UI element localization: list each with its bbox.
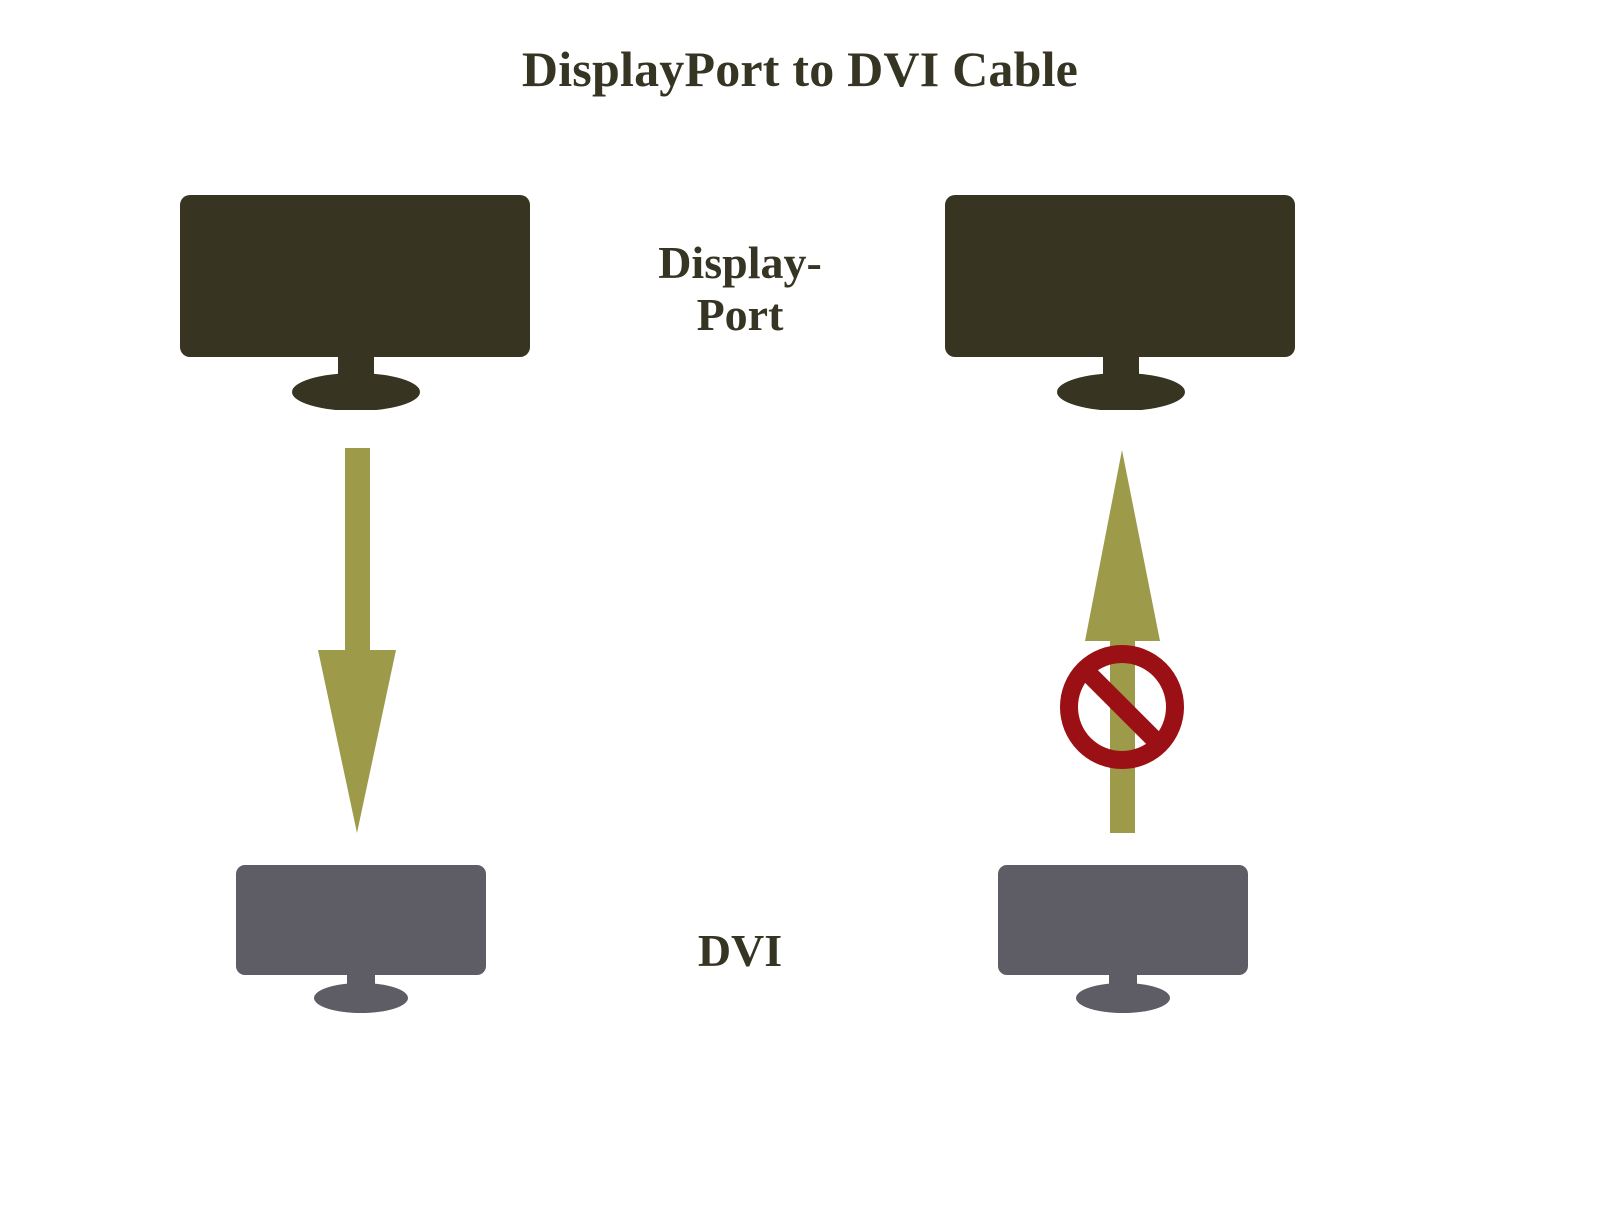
monitor-glyph (945, 195, 1295, 410)
dvi-monitor-right (998, 865, 1248, 1020)
arrow-up-disallowed (1085, 450, 1160, 833)
page-title: DisplayPort to DVI Cable (521, 41, 1079, 97)
dvi-monitor-left (236, 865, 486, 1020)
prohibition-icon (1060, 645, 1184, 769)
label-displayport: Display- Port (560, 237, 920, 340)
monitor-glyph (180, 195, 530, 410)
monitor-glyph (998, 865, 1248, 1013)
label-dvi: DVI (697, 925, 783, 976)
label-displayport-line1: Display- (658, 237, 822, 288)
monitor-glyph (236, 865, 486, 1013)
displayport-monitor-left (180, 195, 530, 410)
displayport-monitor-right (945, 195, 1295, 410)
label-displayport-line2: Port (696, 288, 784, 340)
arrow-down-allowed (318, 448, 396, 833)
